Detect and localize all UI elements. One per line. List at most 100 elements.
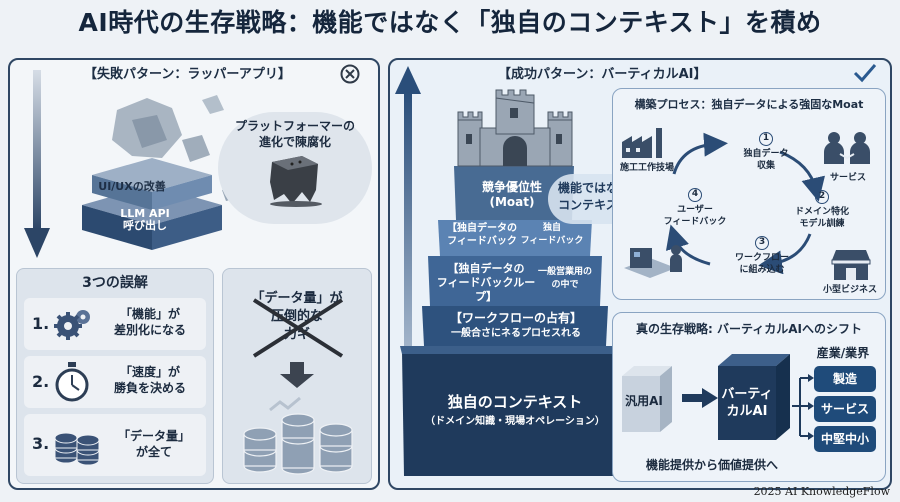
tier3-line2: フィードバック [447, 236, 517, 247]
industry-service: サービス [814, 396, 876, 422]
cube-api-label: LLM API 呼び出し [105, 208, 185, 232]
tier2-side-line2: の中で [551, 280, 579, 290]
step-2: 2 ドメイン特化 モデル訓練 [784, 190, 860, 230]
stopwatch-icon [52, 360, 92, 404]
footer-credit: 2025 AI KnowledgeFlow [753, 485, 890, 498]
checkmark-icon [852, 62, 878, 84]
down-arrow-icon [272, 360, 322, 390]
handshake-icon [822, 130, 872, 164]
mistake-3-text: 「データ量」 が全て [104, 428, 204, 460]
step-1: 1 独自データ 収集 [736, 132, 796, 172]
cube-ui-label: UI/UXの改善 [98, 180, 166, 193]
decline-arrow-icon [22, 70, 52, 260]
store-icon [828, 248, 874, 282]
growth-arrow-icon [394, 66, 422, 466]
worker-machine-icon [620, 238, 694, 282]
tier3-side-label: 独自 フィードバック [520, 222, 584, 248]
mistake-2-line1: 「速度」が [119, 365, 180, 379]
mistake-3-num: 3. [32, 434, 50, 453]
page-title: AI時代の生存戦略：機能ではなく「独自のコンテキスト」を積め [78, 8, 822, 37]
factory-label: 施工工作技場 [619, 163, 674, 173]
base-line2: （ドメイン知識・現場オペレーション） [425, 416, 605, 427]
step-4-line1: ユーザー [677, 205, 713, 215]
mistake-2-text: 「速度」が 勝負を決める [98, 364, 202, 396]
bubble-line2: 進化で陳腐化 [258, 135, 331, 149]
tier2-side-label: 一般営業用の の中で [532, 266, 598, 292]
mistake-1-num: 1. [32, 314, 50, 333]
vertical-ai-label: バーティ カルAI [718, 386, 776, 420]
shift-arrow-icon [682, 388, 718, 408]
step-4-line2: フィードバック [663, 217, 727, 227]
list-item [24, 356, 206, 408]
tier2-side-line1: 一般営業用の [537, 267, 592, 277]
shift-caption: 機能提供から価値提供へ [645, 458, 778, 472]
tier2-line1: 【独自データの [447, 262, 525, 275]
melting-block-icon [262, 152, 324, 207]
step-3-line1: ワークフロー [734, 253, 789, 263]
process-title: 構築プロセス：独自データによる強固なMoat [634, 98, 864, 111]
list-item [24, 414, 206, 476]
tier3-line1: 【独自データの [447, 223, 517, 234]
mistake-2-line2: 勝負を決める [113, 381, 186, 395]
step-2-number: 2 [815, 190, 829, 204]
mistake-2-num: 2. [32, 372, 50, 391]
gears-icon [50, 304, 94, 344]
mistake-1-line1: 「機能」が [119, 307, 180, 321]
tier1-line2: 一般合さにネるプロセスれる [451, 328, 581, 339]
cube-api-line2: 呼び出し [123, 219, 167, 232]
callout-line2: コンテキスト [558, 198, 630, 212]
step-1-line1: 独自データ [743, 149, 789, 159]
step-1-line2: 収集 [756, 161, 775, 171]
tier1-label: 【ワークフローの占有】 一般合さにネるプロセスれる [424, 310, 608, 342]
moat-line1: 競争優位性 [481, 180, 542, 194]
small-biz-label: 小型ビジネス [822, 285, 877, 295]
base-label: 独自のコンテキスト （ドメイン知識・現場オペレーション） [402, 392, 628, 432]
branch-arrows-icon [792, 370, 814, 442]
database-pile-icon [230, 390, 366, 480]
cross-mark-icon [240, 296, 356, 360]
moat-line2: (Moat) [489, 195, 535, 209]
tier1-line1: 【ワークフローの占有】 [449, 311, 582, 325]
mistake-1-text: 「機能」が 差別化になる [98, 306, 202, 338]
vertical-ai-line1: バーティ [721, 387, 773, 402]
data-quote-line1: 「データ量」が [251, 291, 343, 306]
step-3: 3 ワークフロー に組み込む [724, 236, 800, 276]
step-3-line2: に組み込む [739, 265, 785, 275]
callout-line1: 機能ではなく [557, 181, 630, 195]
moat-label: 競争優位性 (Moat) [456, 180, 568, 210]
tier2-label: 【独自データの フィードバックループ】 [430, 262, 542, 304]
tier3-side-line1: 独自 [542, 223, 561, 233]
vertical-ai-block [716, 352, 792, 442]
obsolescence-text: プラットフォーマーの 進化で陳腐化 [222, 118, 368, 150]
database-stack-icon [52, 420, 102, 470]
step-2-line2: モデル訓練 [799, 219, 845, 229]
step-4: 4 ユーザー フィードバック [660, 188, 730, 228]
tier2-line2: フィードバックループ】 [436, 276, 536, 303]
vertical-ai-line2: カルAI [726, 404, 768, 419]
base-line1: 独自のコンテキスト [447, 393, 583, 411]
tier3-label: 【独自データの フィードバック [440, 222, 524, 248]
misconceptions-title: 3つの誤解 [82, 275, 148, 291]
success-heading: 【成功パターン：バーティカルAI】 [498, 67, 707, 82]
cancel-circle-icon [340, 64, 360, 84]
generic-ai-block [620, 364, 682, 434]
industry-smb: 中堅中小 [814, 426, 876, 452]
industry-title: 産業/業界 [816, 346, 870, 360]
industry-manufacturing: 製造 [814, 366, 876, 392]
context-pyramid [400, 84, 630, 484]
step-2-line1: ドメイン特化 [794, 207, 849, 217]
generic-ai-label: 汎用AI [625, 394, 663, 408]
bubble-line1: プラットフォーマーの [234, 119, 355, 133]
mistake-3-line1: 「データ量」 [117, 429, 190, 443]
context-callout: 機能ではなく コンテキスト [548, 180, 640, 214]
cube-api-line1: LLM API [120, 207, 170, 220]
step-4-number: 4 [688, 188, 702, 202]
cycle-arrows [660, 124, 830, 275]
step-1-number: 1 [759, 132, 773, 146]
tier3-side-line2: フィードバック [520, 236, 584, 246]
service-label: サービス [829, 173, 866, 183]
shift-title: 真の生存戦略: バーティカルAIへのシフト [635, 322, 862, 336]
step-3-number: 3 [755, 236, 769, 250]
mistake-3-line2: が全て [135, 445, 172, 459]
mistake-1-line2: 差別化になる [113, 323, 186, 337]
